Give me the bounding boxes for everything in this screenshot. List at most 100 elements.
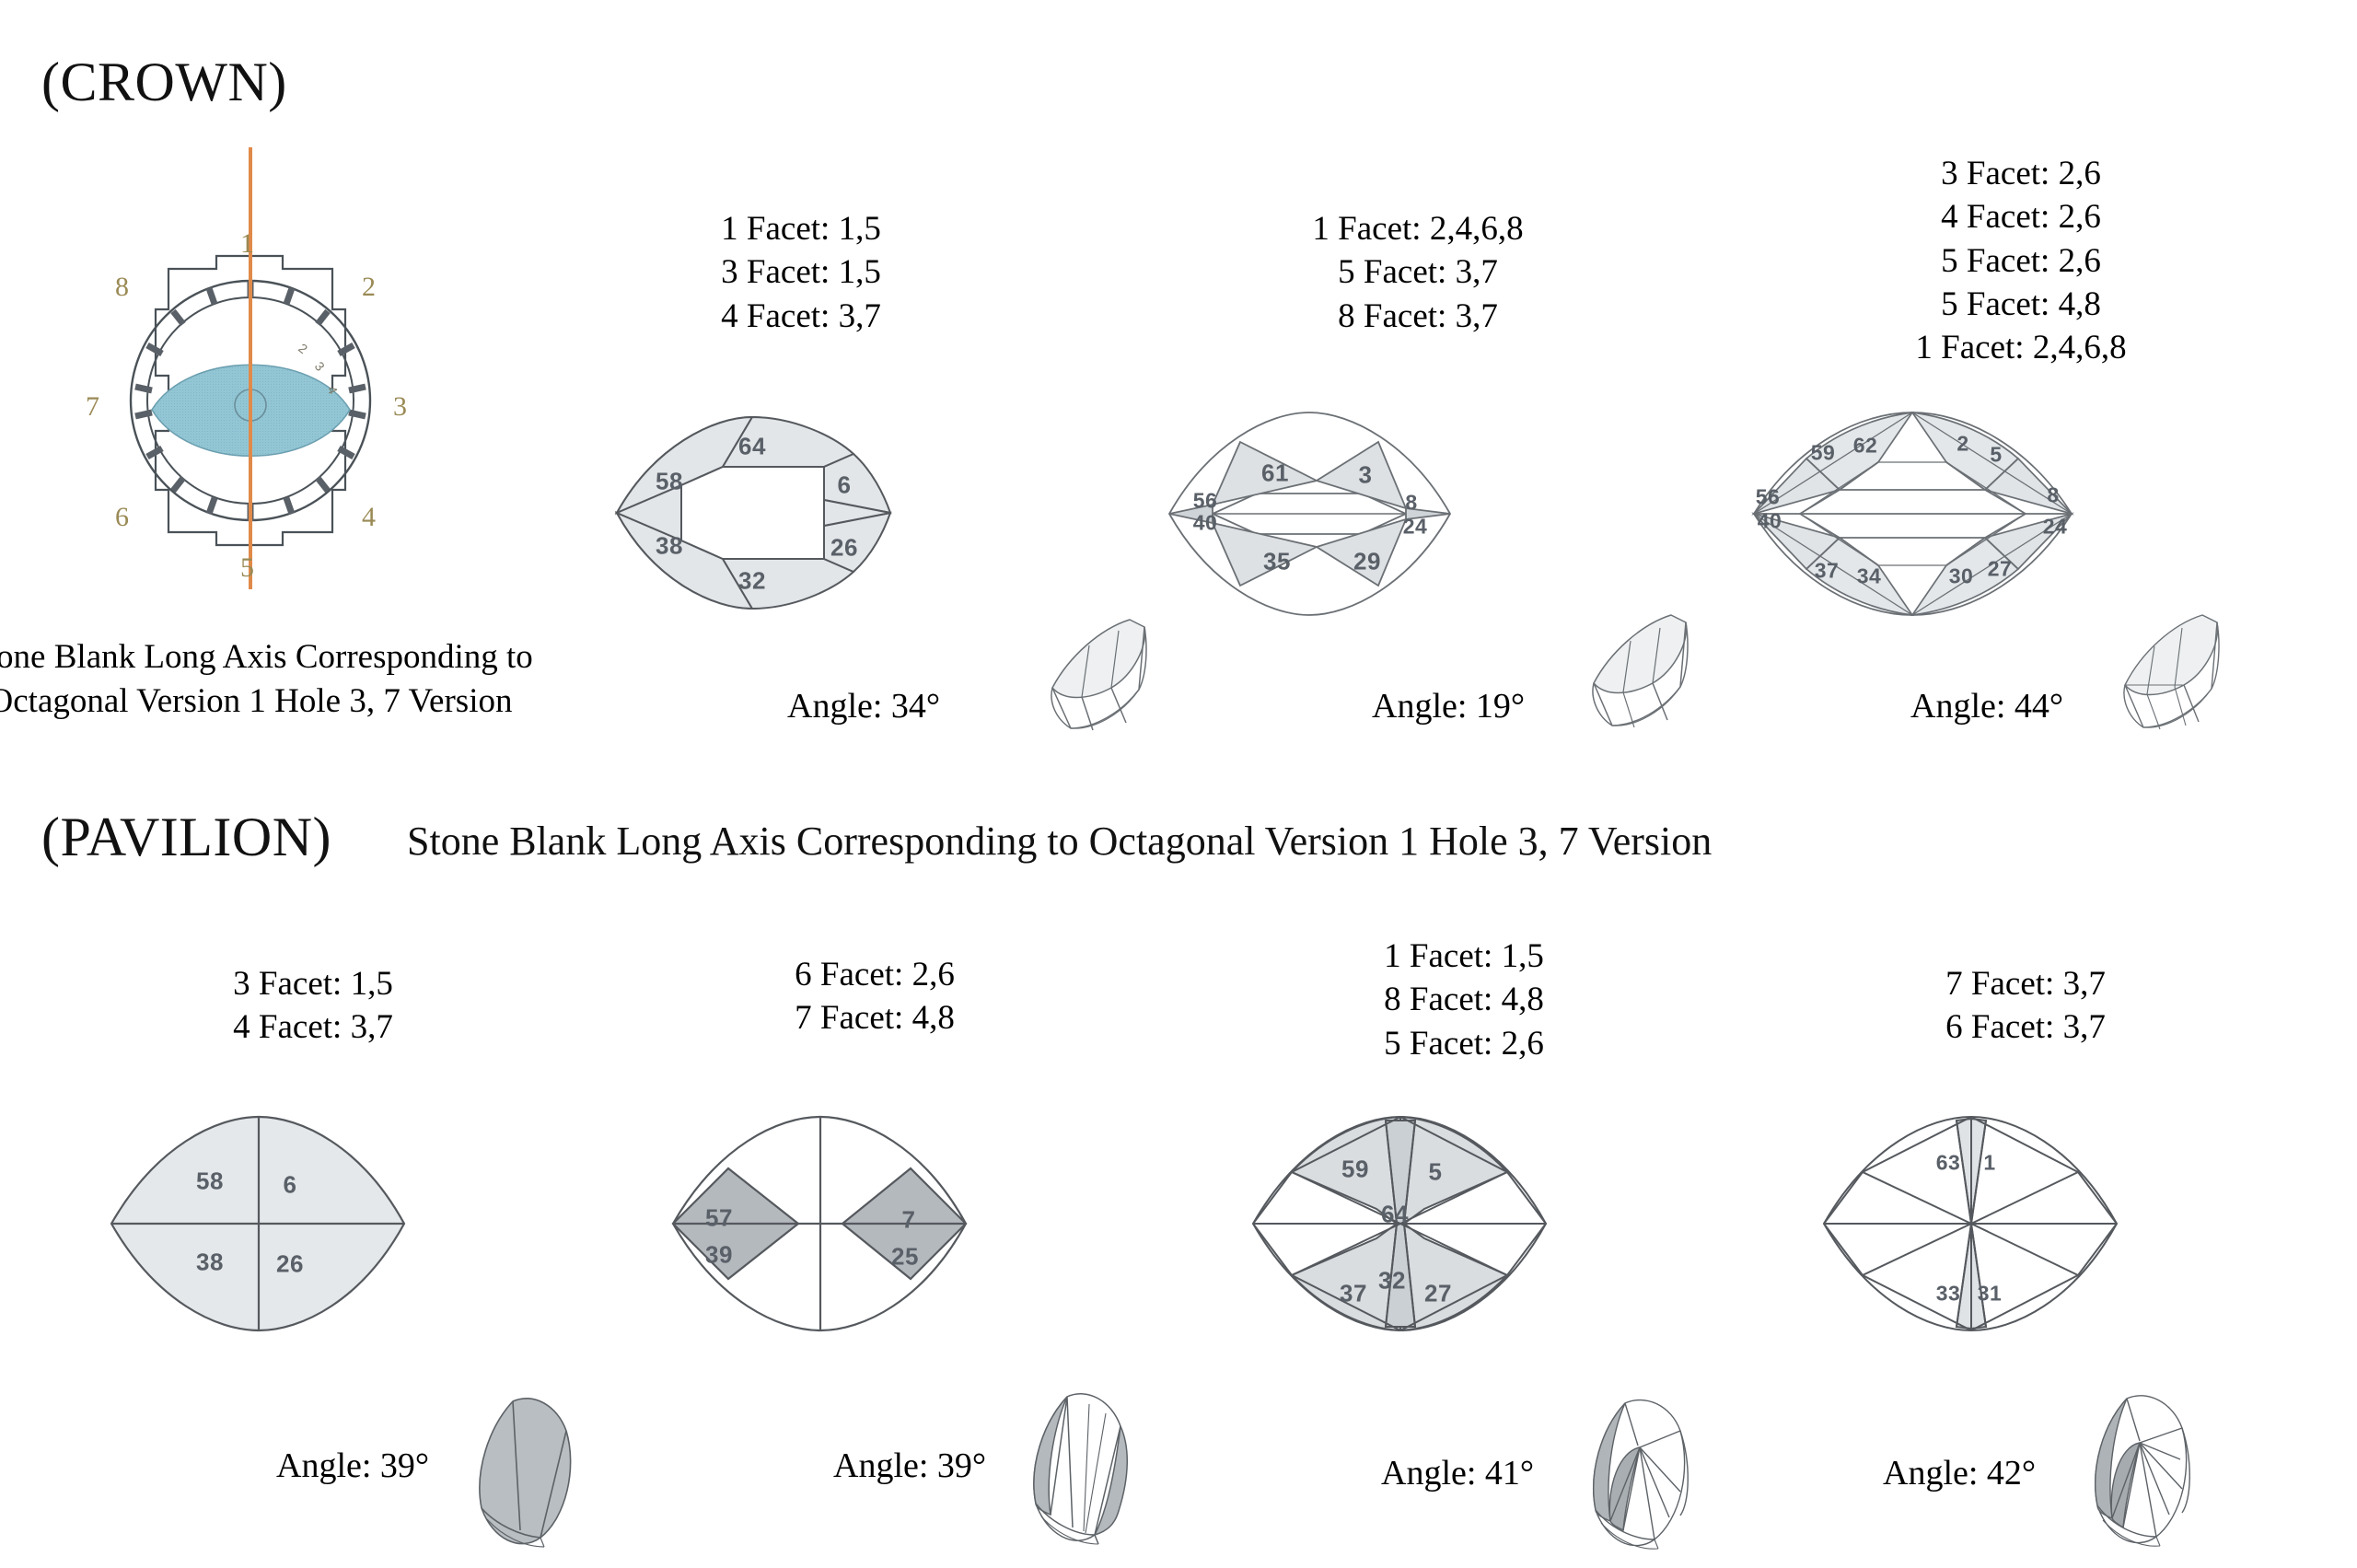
crown-step-2-angle: Angle: 19° xyxy=(1372,687,1526,726)
pavilion-step-1-perspective-sketch xyxy=(465,1390,612,1556)
crown-3-number-40: 40 xyxy=(1757,508,1782,533)
crown-3-number-30: 30 xyxy=(1948,563,1974,588)
holder-index-8: 8 xyxy=(115,272,129,302)
crown-section-heading: (CROWN) xyxy=(41,52,287,112)
crown-3-number-37: 37 xyxy=(1814,558,1840,583)
crown-3-number-59: 59 xyxy=(1810,440,1836,465)
crown-3-number-62: 62 xyxy=(1852,433,1878,458)
crown-step-3-angle: Angle: 44° xyxy=(1910,687,2064,726)
crown-1-number-64: 64 xyxy=(738,432,766,460)
pavilion-4-number-1: 1 xyxy=(1983,1150,1996,1175)
pavilion-3-number-32: 32 xyxy=(1378,1266,1406,1295)
crown-2-facet-right-tip xyxy=(1405,506,1451,521)
pavilion-3-number-59: 59 xyxy=(1341,1155,1369,1183)
crown-step-3-spec-line-4: 5 Facet: 4,8 xyxy=(1941,285,2101,324)
pavilion-step-3-spec-line-3: 5 Facet: 2,6 xyxy=(1384,1024,1544,1063)
pavilion-3-number-27: 27 xyxy=(1424,1279,1452,1307)
pavilion-step-1-facet-spec: 3 Facet: 1,5 4 Facet: 3,7 xyxy=(166,962,460,1050)
pavilion-step-4-angle: Angle: 42° xyxy=(1883,1454,2037,1493)
pavilion-step-3-diagram: 59 5 64 37 32 27 xyxy=(1248,1109,1551,1340)
crown-2-number-35: 35 xyxy=(1263,547,1291,575)
pavilion-step-4-perspective-sketch xyxy=(2081,1386,2233,1561)
crown-3-facet-62 xyxy=(1805,411,1914,492)
holder-caption-line-1: Stone Blank Long Axis Corresponding to xyxy=(0,638,533,676)
crown-step-3-perspective-sketch xyxy=(2099,608,2251,746)
octagonal-holder-diagram: 2 3 4 1 2 3 4 5 6 7 8 xyxy=(69,147,428,589)
crown-step-2-facet-spec: 1 Facet: 2,4,6,8 5 Facet: 3,7 8 Facet: 3… xyxy=(1261,207,1574,338)
crown-2-number-61: 61 xyxy=(1261,459,1289,487)
crown-2-facet-61 xyxy=(1211,440,1319,506)
pavilion-2-number-25: 25 xyxy=(891,1242,919,1271)
crown-1-number-6: 6 xyxy=(837,470,852,499)
pavilion-step-3-spec-line-1: 1 Facet: 1,5 xyxy=(1384,937,1544,975)
crown-step-1-spec-line-3: 4 Facet: 3,7 xyxy=(721,296,881,335)
crown-2-number-56: 56 xyxy=(1192,488,1218,513)
pavilion-step-3-perspective-sketch xyxy=(1579,1390,1731,1561)
pavilion-step-3-angle: Angle: 41° xyxy=(1381,1454,1535,1493)
pavilion-step-2-angle: Angle: 39° xyxy=(833,1446,987,1485)
pavilion-step-2-perspective-sketch xyxy=(1017,1386,1169,1556)
crown-2-facet-35 xyxy=(1211,521,1319,587)
pavilion-4-number-33: 33 xyxy=(1935,1281,1961,1306)
crown-3-number-2: 2 xyxy=(1956,431,1969,456)
holder-caption-line-2: Octagonal Version 1 Hole 3, 7 Version xyxy=(0,682,513,721)
crown-step-1-spec-line-1: 1 Facet: 1,5 xyxy=(721,210,881,248)
crown-step-2-spec-line-1: 1 Facet: 2,4,6,8 xyxy=(1312,210,1524,248)
crown-1-table xyxy=(680,466,825,560)
crown-step-2-perspective-sketch xyxy=(1570,608,1717,741)
crown-1-number-38: 38 xyxy=(656,531,683,560)
pavilion-step-4-facet-spec: 7 Facet: 3,7 6 Facet: 3,7 xyxy=(1878,962,2173,1050)
crown-step-3-spec-line-1: 3 Facet: 2,6 xyxy=(1941,155,2101,192)
pavilion-step-3-spec-line-2: 8 Facet: 4,8 xyxy=(1384,981,1544,1019)
pavilion-step-4-spec-line-2: 6 Facet: 3,7 xyxy=(1945,1008,2106,1047)
crown-3-facet-34 xyxy=(1805,536,1914,617)
pavilion-3-number-64: 64 xyxy=(1381,1200,1409,1228)
crown-1-number-32: 32 xyxy=(738,566,766,595)
crown-step-3-facet-spec: 3 Facet: 2,6 4 Facet: 2,6 5 Facet: 2,6 5… xyxy=(1851,152,2191,370)
crown-step-3-spec-line-2: 4 Facet: 2,6 xyxy=(1941,198,2101,237)
holder-index-4: 4 xyxy=(362,502,376,532)
pavilion-1-number-26: 26 xyxy=(276,1249,304,1278)
crown-step-1-perspective-sketch xyxy=(1027,612,1174,741)
crown-2-number-3: 3 xyxy=(1358,460,1373,489)
pavilion-section-subtitle: Stone Blank Long Axis Corresponding to O… xyxy=(407,819,1713,864)
crown-step-2-spec-line-3: 8 Facet: 3,7 xyxy=(1338,296,1498,335)
pavilion-3-number-37: 37 xyxy=(1340,1279,1367,1307)
crown-2-facet-left-tip xyxy=(1168,503,1213,525)
pavilion-2-number-7: 7 xyxy=(901,1205,916,1234)
crown-2-facet-3 xyxy=(1314,440,1408,510)
crown-step-3-spec-line-5: 1 Facet: 2,4,6,8 xyxy=(1915,329,2127,367)
crown-step-3-diagram: 59 62 2 5 56 40 8 24 37 34 30 27 xyxy=(1749,405,2076,621)
holder-index-5: 5 xyxy=(240,552,254,583)
crown-3-number-27: 27 xyxy=(1987,556,2013,581)
pavilion-3-number-5: 5 xyxy=(1428,1157,1443,1186)
crown-3-number-5: 5 xyxy=(1990,442,2003,467)
pavilion-step-4-spec-line-1: 7 Facet: 3,7 xyxy=(1945,965,2106,1003)
pavilion-step-1-angle: Angle: 39° xyxy=(276,1446,430,1485)
crown-1-number-26: 26 xyxy=(830,533,858,562)
crown-3-number-56: 56 xyxy=(1755,484,1781,509)
crown-step-3-spec-line-3: 5 Facet: 2,6 xyxy=(1941,241,2101,280)
crown-2-number-24: 24 xyxy=(1402,514,1428,539)
pavilion-step-2-spec-line-2: 7 Facet: 4,8 xyxy=(795,999,955,1038)
pavilion-step-1-spec-line-2: 4 Facet: 3,7 xyxy=(233,1008,393,1047)
crown-3-number-8: 8 xyxy=(2047,482,2060,507)
pavilion-4-number-31: 31 xyxy=(1977,1281,2003,1306)
pavilion-step-2-diagram: 57 39 7 25 xyxy=(668,1109,971,1340)
pavilion-1-number-58: 58 xyxy=(196,1167,224,1195)
holder-index-1: 1 xyxy=(240,228,254,259)
pavilion-step-2-spec-line-1: 6 Facet: 2,6 xyxy=(795,956,955,993)
crown-2-number-40: 40 xyxy=(1192,510,1218,535)
pavilion-step-2-facet-spec: 6 Facet: 2,6 7 Facet: 4,8 xyxy=(727,953,1022,1040)
crown-step-1-diagram: 64 58 6 38 26 32 xyxy=(612,410,898,617)
holder-index-3: 3 xyxy=(393,391,407,422)
holder-index-7: 7 xyxy=(86,391,99,422)
crown-2-number-29: 29 xyxy=(1353,547,1381,575)
crown-step-1-angle: Angle: 34° xyxy=(787,687,941,726)
crown-1-number-58: 58 xyxy=(656,467,683,495)
crown-step-1-facet-spec: 1 Facet: 1,5 3 Facet: 1,5 4 Facet: 3,7 xyxy=(644,207,958,338)
pavilion-2-number-39: 39 xyxy=(705,1240,733,1269)
holder-dial-tick-2: 2 xyxy=(296,341,310,357)
crown-step-2-diagram: 61 3 56 40 8 24 35 29 xyxy=(1165,405,1455,621)
pavilion-step-3-facet-spec: 1 Facet: 1,5 8 Facet: 4,8 5 Facet: 2,6 xyxy=(1307,935,1620,1065)
